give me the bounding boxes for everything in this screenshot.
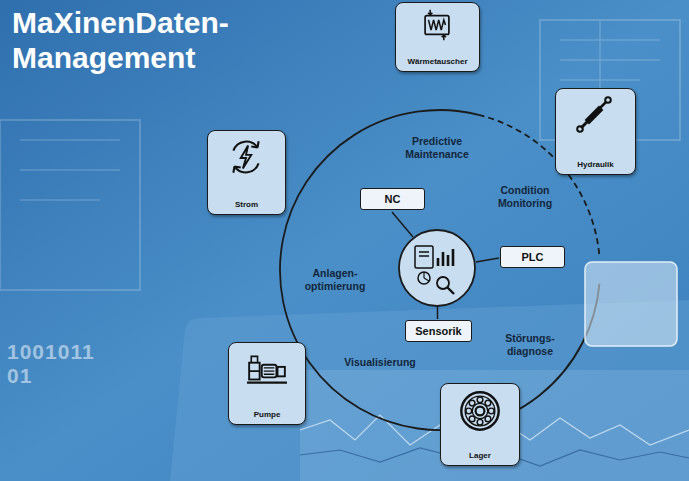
watermark-text: 01 bbox=[7, 363, 117, 388]
node-label: Wärmetauscher bbox=[407, 57, 467, 66]
hub-bars bbox=[438, 249, 453, 266]
icon-symbol bbox=[461, 392, 498, 429]
icon-symbol bbox=[425, 10, 449, 41]
component-box: Lager bbox=[440, 383, 520, 466]
node-label: Sensorik bbox=[415, 325, 461, 337]
leader-line bbox=[476, 258, 499, 262]
component-box: Strom bbox=[207, 130, 286, 215]
main-cycle bbox=[280, 110, 599, 430]
icon-symbol bbox=[577, 97, 611, 132]
leader-line bbox=[392, 212, 413, 237]
watermark-text: 1001011 bbox=[7, 339, 117, 364]
cycle-label: Visualisierung bbox=[335, 356, 425, 369]
cycle-label: Störungs- diagnose bbox=[499, 332, 561, 357]
source-box: NC bbox=[360, 188, 425, 210]
title: MaXinenDaten- Management bbox=[12, 6, 262, 75]
node-label: PLC bbox=[522, 251, 544, 263]
component-box: Pumpe bbox=[228, 342, 306, 425]
component-icon bbox=[420, 8, 454, 42]
node-label: NC bbox=[385, 193, 401, 205]
component-icon bbox=[246, 348, 288, 390]
hub-magnifier bbox=[437, 277, 449, 289]
icon-symbol bbox=[233, 141, 258, 173]
component-box: Hydraulik bbox=[555, 88, 636, 175]
cycle-label: Condition Monitoring bbox=[485, 184, 565, 209]
node-label: Pumpe bbox=[254, 410, 281, 419]
node-label: Strom bbox=[235, 200, 258, 209]
icon-symbol bbox=[247, 356, 287, 382]
hub-circle bbox=[399, 230, 475, 306]
component-icon bbox=[225, 136, 267, 178]
node-label: Lager bbox=[469, 451, 491, 460]
cycle-arc bbox=[280, 110, 599, 430]
cycle-label: Anlagen- optimierung bbox=[299, 267, 371, 292]
component-icon bbox=[575, 94, 615, 134]
center-hub bbox=[399, 230, 475, 306]
leader-line bbox=[437, 306, 439, 319]
hub-document bbox=[415, 246, 433, 268]
node-label: Hydraulik bbox=[577, 160, 613, 169]
source-box: PLC bbox=[500, 246, 565, 268]
hub-pie bbox=[418, 272, 430, 284]
component-icon bbox=[458, 389, 502, 433]
component-box: Wärmetauscher bbox=[395, 2, 480, 72]
cycle-label: Predictive Maintenance bbox=[396, 135, 478, 160]
empty-panel bbox=[585, 262, 677, 346]
source-box: Sensorik bbox=[405, 320, 472, 342]
leader-lines bbox=[392, 212, 499, 319]
